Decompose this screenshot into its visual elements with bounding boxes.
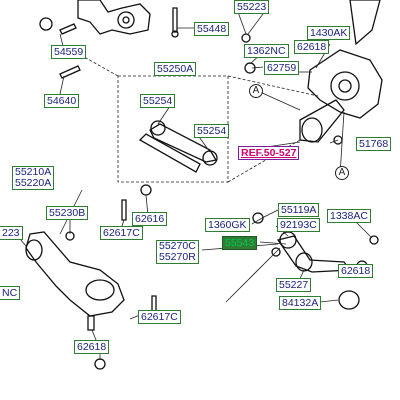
suspension-line-art — [25, 0, 383, 370]
bracket-bush — [117, 11, 135, 29]
part-label-55270R: 55270R — [159, 251, 196, 263]
part-label-62618-bottom[interactable]: 62618 — [74, 340, 110, 354]
bolt-62616 — [121, 199, 127, 221]
part-label-92193C[interactable]: 92193C — [277, 218, 320, 232]
part-label-55270C: 55270C — [159, 240, 196, 252]
part-label-62616[interactable]: 62616 — [132, 212, 168, 226]
callout-a-bottom: A — [335, 166, 349, 180]
part-label-62618-top[interactable]: 62618 — [294, 40, 330, 54]
crossmember-bracket — [77, 0, 151, 35]
rear-knuckle — [307, 49, 383, 119]
part-label-NC-left[interactable]: NC — [0, 286, 21, 300]
part-label-55254-b[interactable]: 55254 — [194, 124, 230, 138]
part-label-1362NC[interactable]: 1362NC — [244, 44, 289, 58]
part-label-55250A[interactable]: 55250A — [154, 62, 197, 76]
part-label-54640[interactable]: 54640 — [44, 94, 80, 108]
part-label-55254-a[interactable]: 55254 — [140, 94, 176, 108]
part-label-51768[interactable]: 51768 — [356, 137, 392, 151]
ref-label[interactable]: REF.50-527 — [238, 146, 300, 160]
part-label-55227[interactable]: 55227 — [276, 278, 312, 292]
callout-a-top: A — [249, 84, 263, 98]
part-label-62759[interactable]: 62759 — [264, 61, 300, 75]
part-label-55119A[interactable]: 55119A — [278, 203, 320, 217]
bolt-54640 — [59, 65, 81, 79]
part-label-1360GK[interactable]: 1360GK — [205, 218, 250, 232]
cap-84132A — [338, 290, 360, 310]
trailing-arm — [299, 99, 345, 143]
part-label-55270-group[interactable]: 55270C 55270R — [156, 240, 199, 264]
part-label-1338AC[interactable]: 1338AC — [327, 209, 371, 223]
part-label-1430AK[interactable]: 1430AK — [307, 26, 351, 40]
lower-arm-55210A — [25, 231, 125, 317]
part-label-223-left[interactable]: 223 — [0, 226, 23, 240]
part-label-55230B[interactable]: 55230B — [46, 206, 89, 220]
part-label-55210A-group[interactable]: 55210A 55220A — [12, 166, 55, 190]
part-label-62617C-b[interactable]: 62617C — [138, 310, 181, 324]
part-label-55448[interactable]: 55448 — [194, 22, 230, 36]
part-label-55223-top[interactable]: 55223 — [234, 0, 270, 14]
part-label-84132A[interactable]: 84132A — [279, 296, 322, 310]
bolt-55448 — [172, 7, 178, 33]
part-label-62617C-a[interactable]: 62617C — [100, 226, 143, 240]
bolt-54559 — [59, 23, 77, 35]
part-label-54559[interactable]: 54559 — [51, 45, 87, 59]
bolt-62618 — [87, 315, 95, 331]
part-label-55220A: 55220A — [15, 177, 52, 189]
part-label-55543-highlighted[interactable]: 55543 — [222, 236, 258, 250]
part-label-62618-right[interactable]: 62618 — [338, 264, 374, 278]
part-label-55210A: 55210A — [15, 166, 52, 178]
